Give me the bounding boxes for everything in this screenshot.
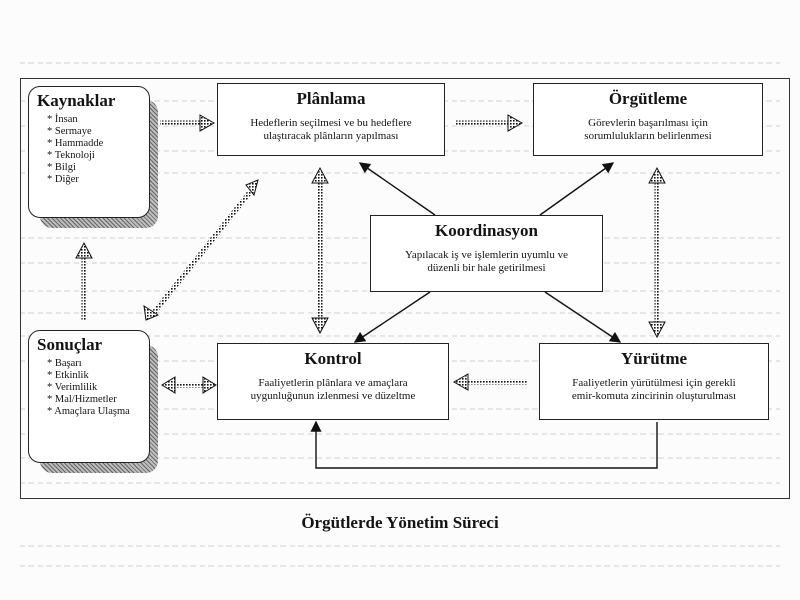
arrow-yurutme-kontrol-feedback [310,420,658,469]
orgutleme-box: Örgütleme Görevlerin başarılması için so… [533,83,763,156]
sonuclar-box: Sonuçlar Başarı Etkinlik Verimlilik Mal/… [28,330,150,463]
planlama-desc: Hedeflerin seçilmesi ve bu hedeflere ula… [218,117,444,143]
kontrol-desc: Faaliyetlerin plânlara ve amaçlara uygun… [218,377,448,403]
planlama-box: Plânlama Hedeflerin seçilmesi ve bu hede… [217,83,445,156]
koordinasyon-desc-line: düzenli bir hale getirilmesi [427,262,546,274]
kaynaklar-title: Kaynaklar [37,91,116,110]
list-item: Amaçlara Ulaşma [47,406,149,418]
list-item: Teknoloji [47,150,149,162]
planlama-title: Plânlama [296,89,366,108]
kaynaklar-box: Kaynaklar İnsan Sermaye Hammadde Teknolo… [28,86,150,218]
list-item: Etkinlik [47,370,149,382]
list-item: Başarı [47,358,149,370]
kontrol-desc-line: Faaliyetlerin plânlara ve amaçlara [258,377,408,389]
yurutme-title: Yürütme [620,349,688,368]
orgutleme-desc: Görevlerin başarılması için sorumlulukla… [534,117,762,143]
arrow-koordinasyon-kontrol [353,291,431,343]
koordinasyon-title: Koordinasyon [435,221,538,240]
orgutleme-desc-line: Görevlerin başarılması için [588,117,708,129]
koordinasyon-box: Koordinasyon Yapılacak iş ve işlemlerin … [370,215,603,292]
arrow-koordinasyon-yurutme [544,291,622,343]
koordinasyon-desc: Yapılacak iş ve işlemlerin uyumlu ve düz… [371,249,602,275]
diagram-caption: Örgütlerde Yönetim Süreci [301,513,499,532]
arrow-koordinasyon-planlama [358,162,436,216]
yurutme-desc-line: emir-komuta zincirinin oluşturulması [571,390,737,402]
orgutleme-desc-line: sorumlulukların belirlenmesi [584,130,712,142]
yurutme-desc: Faaliyetlerin yürütülmesi için gerekli e… [540,377,768,403]
planlama-desc-line: Hedeflerin seçilmesi ve bu hedeflere [250,117,412,129]
sonuclar-list: Başarı Etkinlik Verimlilik Mal/Hizmetler… [47,358,149,418]
list-item: Diğer [47,174,149,186]
yurutme-box: Yürütme Faaliyetlerin yürütülmesi için g… [539,343,769,420]
kontrol-desc-line: uygunluğunun izlenmesi ve düzeltme [250,390,416,402]
kaynaklar-list: İnsan Sermaye Hammadde Teknoloji Bilgi D… [47,114,149,186]
list-item: Mal/Hizmetler [47,394,149,406]
koordinasyon-desc-line: Yapılacak iş ve işlemlerin uyumlu ve [405,249,568,261]
list-item: Hammadde [47,138,149,150]
kontrol-title: Kontrol [304,349,362,368]
list-item: Bilgi [47,162,149,174]
orgutleme-title: Örgütleme [608,89,688,108]
list-item: Verimlilik [47,382,149,394]
list-item: Sermaye [47,126,149,138]
sonuclar-title: Sonuçlar [37,335,103,354]
kontrol-box: Kontrol Faaliyetlerin plânlara ve amaçla… [217,343,449,420]
list-item: İnsan [47,114,149,126]
arrow-koordinasyon-orgutleme [539,162,615,216]
yurutme-desc-line: Faaliyetlerin yürütülmesi için gerekli [572,377,736,389]
arrow-sonuclar-planlama [150,190,252,317]
planlama-desc-line: ulaştıracak plânların yapılması [263,130,399,142]
diagram-frame [20,78,790,499]
